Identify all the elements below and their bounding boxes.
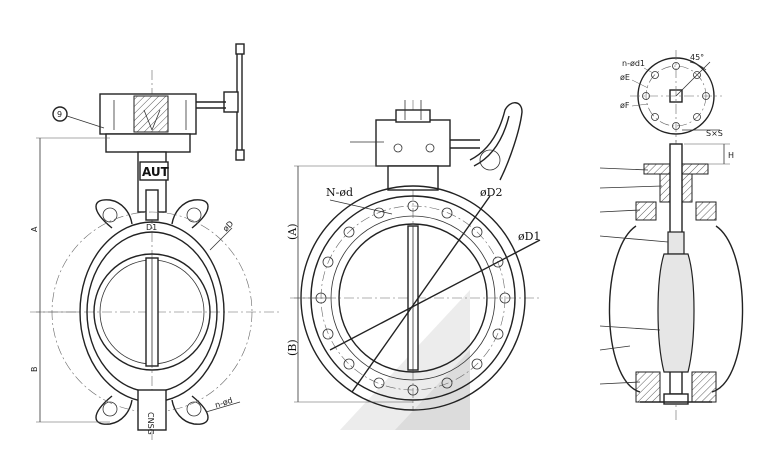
h-label: H <box>728 151 734 160</box>
d1-label: øD1 <box>518 230 540 243</box>
stem-label: D1 <box>146 223 157 232</box>
section-view: 45° n-ød1 øE øF S×S H <box>599 50 744 420</box>
bolt-label: n-ød1 <box>622 59 645 68</box>
key-label: S×S <box>706 129 723 138</box>
wafer-valve-view: AUT D1 CNSG øD n-ød 9 <box>30 43 280 440</box>
d2-label: øD2 <box>480 186 502 199</box>
angle-label: 45° <box>690 53 704 62</box>
dim-phi-label: øD <box>221 219 235 233</box>
bottom-mark: CNSG <box>146 412 155 435</box>
balloon-label: 9 <box>57 110 62 119</box>
dim-b-label: (B) <box>286 339 299 356</box>
dim-bolt-label: n-ød <box>214 396 234 410</box>
flanged-valve-view: N-ød øD2 øD1 (A) (B) <box>286 100 540 411</box>
dim-a-label: A <box>30 226 39 232</box>
body-tag: AUT <box>142 165 170 179</box>
dim-b-label: B <box>30 367 39 373</box>
bolt-label: N-ød <box>326 186 353 199</box>
f-label: øF <box>620 101 630 110</box>
e-label: øE <box>620 73 630 82</box>
dim-a-label: (A) <box>286 223 299 240</box>
